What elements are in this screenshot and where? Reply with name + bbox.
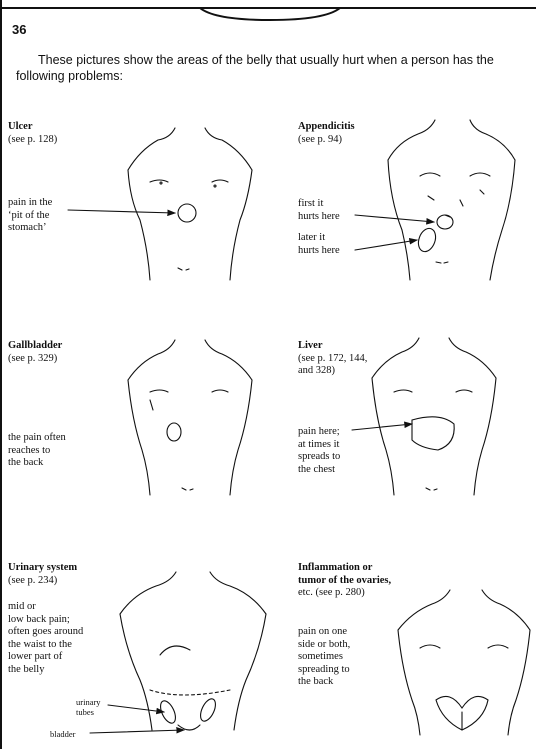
appendicitis-arrow-later — [355, 240, 417, 250]
urinary-tubes-arrow — [108, 705, 164, 712]
liver-arrow — [352, 424, 412, 430]
urinary-torso-drawing — [120, 572, 266, 730]
appendicitis-torso-drawing — [388, 120, 515, 280]
bladder-arrow — [90, 730, 184, 733]
appendicitis-arrow-first — [355, 215, 434, 222]
gallbladder-torso-drawing — [128, 340, 252, 495]
liver-torso-drawing — [372, 338, 496, 495]
ulcer-torso-drawing — [128, 128, 252, 280]
ovaries-torso-drawing — [398, 590, 530, 735]
ulcer-arrow — [68, 210, 175, 213]
